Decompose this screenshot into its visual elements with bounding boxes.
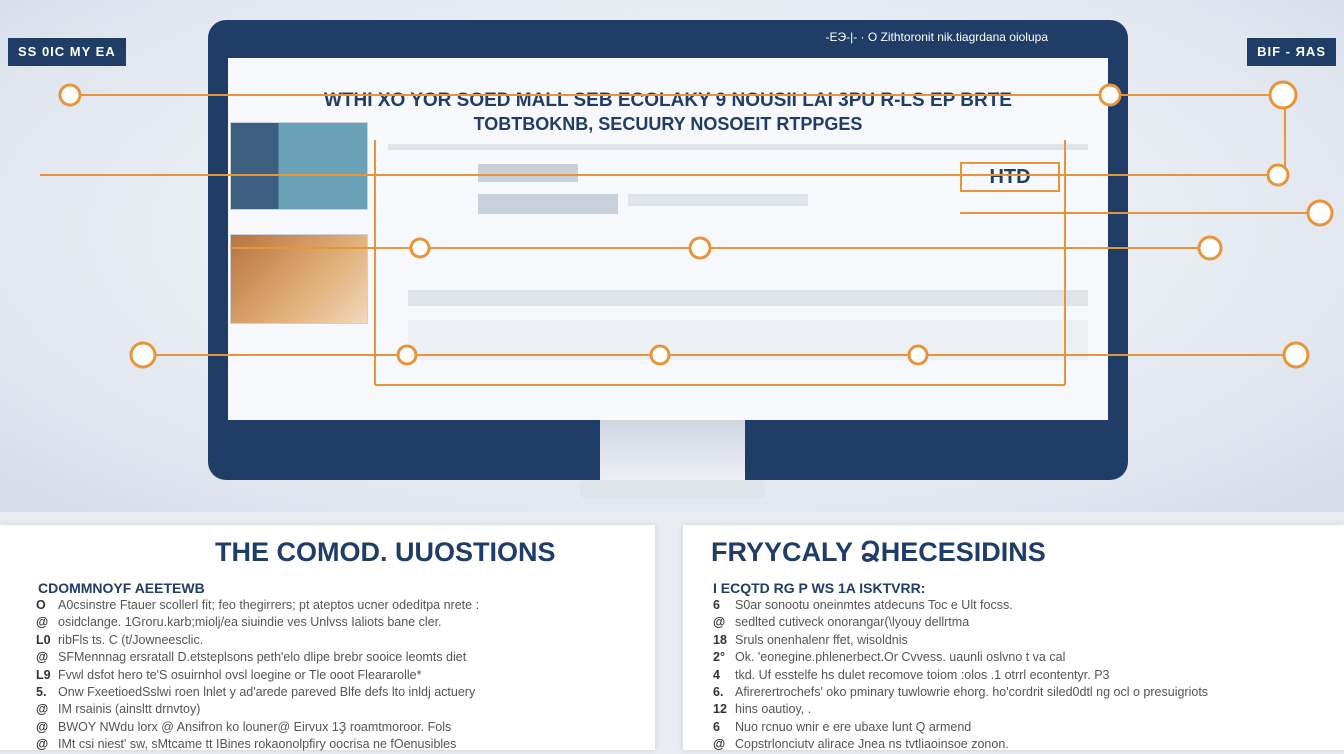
list-item: 2° Ok. 'eonegine.phlenerbect.Or Cvvess. u… [713,649,1208,666]
node-circle [58,83,82,107]
list-item-marker: L0 [36,632,51,647]
list-item-marker: @ [36,719,49,734]
list-item: @ IMt csi niest' sw, sMtcame tt IBines ro… [36,736,479,753]
screen-row [408,320,1088,360]
list-item: @ Copstrlonciutv alirace Jnea ns tvtliaoi… [713,736,1208,753]
list-item-text: Copstrlonciutv alirace Jnea ns tvtliaoin… [735,737,1009,752]
list-item-marker: 5. [36,685,47,700]
left-info-panel: THE COMOD. UUOSTIONS CDOMMNOYF AEETEWB O… [0,525,655,751]
list-item-text: ribFls ts. C (t/Jowneesclic. [58,632,204,647]
node-circle [1266,163,1290,187]
list-item: @ sedlted cutiveck onorangar(\lyouy dellr… [713,614,1208,631]
node-circle [1282,341,1310,369]
list-item: @ SFMennnag ersratall D.etsteplsons peth'… [36,649,479,666]
screen-subheadline: TOBTBOKNB, SECUURY NOSOEIT RTPPGES [473,114,863,134]
list-item-text: Onw FxeetioedSslwi roen lnlet y ad'arede… [58,685,476,700]
list-item-marker: @ [713,737,726,752]
list-item-marker: @ [713,615,726,630]
monitor-stand-neck [600,420,745,482]
monitor-stand-base [580,480,765,498]
node-circle [1268,80,1298,110]
screen-label-box: HTD [960,162,1060,192]
list-item: L9 Fvwl dsfot hero te'S osuirnhol ovsl lo… [36,667,479,684]
list-item-text: SFMennnag ersratall D.etsteplsons peth'e… [58,650,467,665]
list-item: 6 S0ar sonootu oneinmtes atdecuns Toc e U… [713,597,1208,614]
list-item-marker: @ [36,737,49,752]
list-item-marker: 6 [713,719,720,734]
list-item: 18 Sruls onenhalenr ffet, wisoldnis [713,632,1208,649]
list-item: 4 tkd. Uf esstelfe hs dulet recomove toio… [713,667,1208,684]
list-item-marker: 2° [713,650,725,665]
screen-field[interactable] [478,164,578,182]
list-item-text: Sruls onenhalenr ffet, wisoldnis [735,632,908,647]
list-item: @ osidclange. 1Groru.karb;miolj/ea siuind… [36,614,479,631]
node-circle [907,344,929,366]
node-circle [409,237,431,259]
screen-toolbar [388,144,1088,150]
right-panel-title: FRYYCALY ՁHECESIDINS [711,537,1046,567]
list-item-text: sedlted cutiveck onorangar(\lyouy dellrt… [735,615,970,630]
list-item-text: S0ar sonootu oneinmtes atdecuns Toc e Ul… [735,598,1013,612]
list-item-text: BWOY NWdu lorx @ Ansifron ko louner@ Eir… [58,719,452,734]
list-item-marker: 4 [713,667,720,682]
top-left-badge: SS 0IC MY EA [8,38,126,66]
list-item-text: osidclange. 1Groru.karb;miolj/ea siuindi… [58,615,442,630]
list-item-marker: 6. [713,685,724,700]
node-circle [1306,199,1334,227]
list-item-text: Fvwl dsfot hero te'S osuirnhol ovsl loeg… [58,667,422,682]
list-item: 6 Nuo rcnuo wnir e ere ubaxe lunt Q armen… [713,719,1208,736]
list-item-text: Nuo rcnuo wnir e ere ubaxe lunt Q armend [735,719,972,734]
connector-overlay [40,80,1334,386]
list-item-marker: 18 [713,632,727,647]
node-circle [396,344,418,366]
node-circle [688,236,712,260]
node-circle [1197,235,1223,261]
list-item-marker: O [36,598,46,612]
right-panel-list: 6 S0ar sonootu oneinmtes atdecuns Toc e U… [713,597,1208,754]
screen-field[interactable] [478,194,618,214]
list-item-text: Ok. 'eonegine.phlenerbect.Or Cvvess. uau… [735,650,1066,665]
list-item-marker: L9 [36,667,51,682]
right-panel-subtitle: I ECQTD RG P WS 1A ISKTVRR: [713,580,926,596]
right-info-panel: FRYYCALY ՁHECESIDINS I ECQTD RG P WS 1A … [683,525,1344,751]
list-item-text: tkd. Uf esstelfe hs dulet recomove toiom… [735,667,1110,682]
list-item: @ BWOY NWdu lorx @ Ansifron ko louner@ Ei… [36,719,479,736]
list-item: L0 ribFls ts. C (t/Jowneesclic. [36,632,479,649]
list-item-text: IMt csi niest' sw, sMtcame tt IBines rok… [58,737,457,752]
list-item: 6. Afirerertrochefs' oko pminary tuwlowri… [713,684,1208,701]
node-circle [649,344,671,366]
list-item-text: IM rsainis (ainsltt drnvtoy) [58,702,201,717]
left-panel-list: O A0csinstre Ftauer scollerl fit; feo the… [36,597,479,754]
screen-field [628,194,808,206]
list-item-text: Afirerertrochefs' oko pminary tuwlowrie … [735,685,1209,700]
list-item-text: hins oautioy, . [735,702,812,717]
list-item-marker: @ [36,650,49,665]
monitor-top-text: -ЕЭ-|- · O Zithtoronit nik.tiagrdana oio… [825,30,1048,44]
list-item-marker: 12 [713,702,727,717]
list-item-marker: 6 [713,598,720,612]
thumbnail-dashboard[interactable] [230,122,368,210]
node-circle [1098,83,1122,107]
list-item-marker: @ [36,702,49,717]
list-item: 12 hins oautioy, . [713,701,1208,718]
list-item: O A0csinstre Ftauer scollerl fit; feo the… [36,597,479,614]
top-right-badge: BIF - ЯAS [1247,38,1336,66]
list-item: @ IM rsainis (ainsltt drnvtoy) [36,701,479,718]
list-item: 5. Onw FxeetioedSslwi roen lnlet y ad'are… [36,684,479,701]
left-panel-subtitle: CDOMMNOYF AEETEWB [38,580,205,596]
left-panel-title: THE COMOD. UUOSTIONS [215,537,556,567]
node-circle [129,341,157,369]
list-item-marker: @ [36,615,49,630]
screen-row [408,290,1088,306]
list-item-text: A0csinstre Ftauer scollerl fit; feo theg… [58,598,480,612]
